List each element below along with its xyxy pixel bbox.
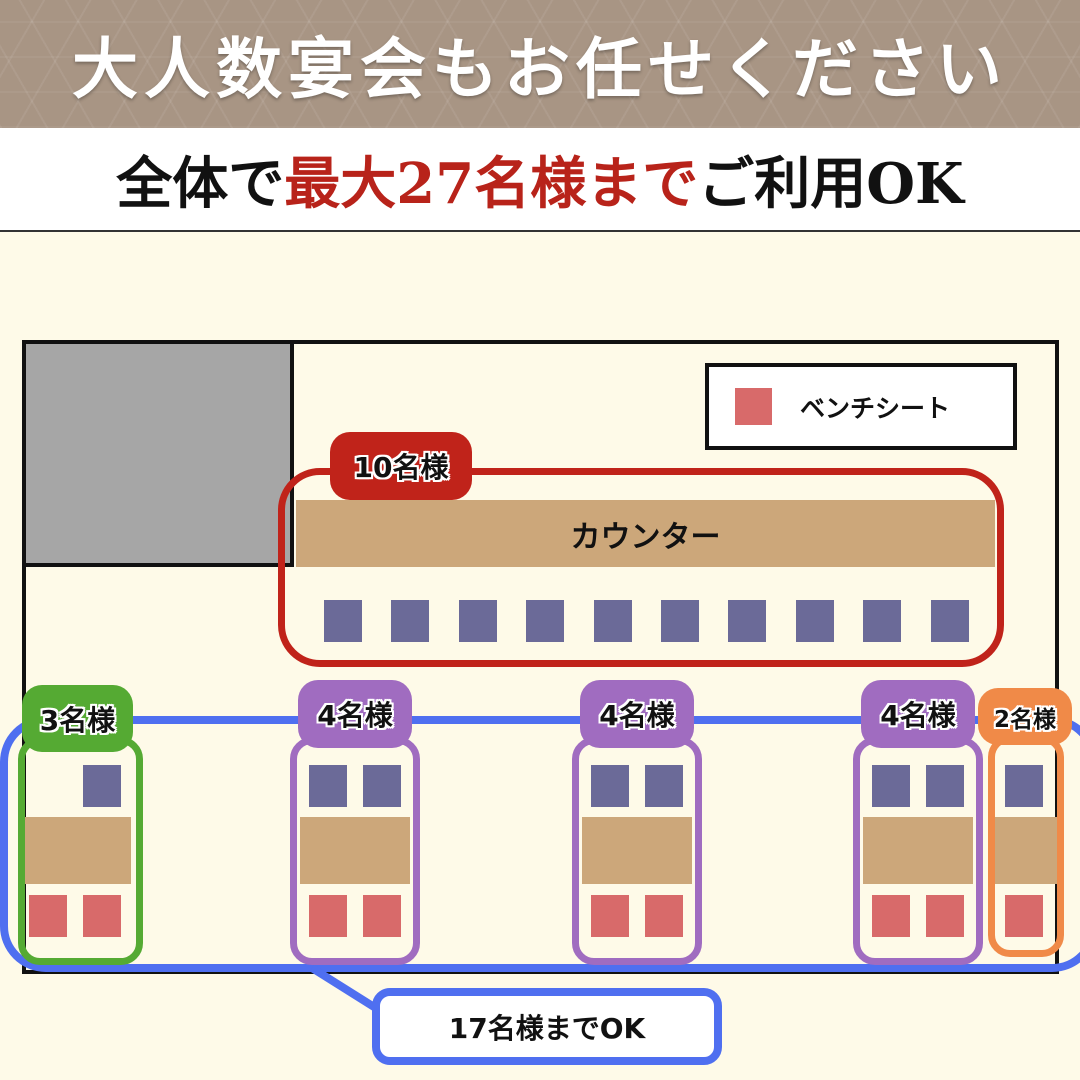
badge-text: 2名様 xyxy=(993,706,1056,733)
chair-seat xyxy=(872,765,910,807)
table xyxy=(863,817,973,884)
counter-label: カウンター xyxy=(570,519,721,555)
subheader-suffix: ご利用OK xyxy=(698,150,964,217)
table-capacity-badge: 4名様 xyxy=(298,680,412,748)
counter: カウンター xyxy=(296,500,995,567)
bench-seat xyxy=(29,895,67,937)
counter-seat xyxy=(930,600,969,642)
callout-box: 17名様までOK xyxy=(372,988,722,1065)
bench-seat xyxy=(872,895,910,937)
counter-seat xyxy=(593,600,632,642)
callout-connector xyxy=(309,964,385,1016)
bench-seat xyxy=(83,895,121,937)
chair-seat xyxy=(926,765,964,807)
table-capacity-badge: 3名様 xyxy=(22,685,133,752)
badge-text: 4名様 xyxy=(880,699,956,732)
table-area-outline xyxy=(0,716,1080,972)
table xyxy=(300,817,410,884)
counter-seat xyxy=(526,600,565,642)
bench-seat-swatch xyxy=(735,388,772,425)
subheader-prefix: 全体で xyxy=(116,150,285,217)
badge-text: 10名様 xyxy=(353,451,449,484)
table xyxy=(995,817,1057,884)
chair-seat xyxy=(1005,765,1043,807)
counter-seat xyxy=(391,600,430,642)
table-capacity-badge: 2名様 xyxy=(978,688,1072,745)
legend-label: ベンチシート xyxy=(800,393,951,423)
counter-seat xyxy=(863,600,902,642)
chair-seat xyxy=(645,765,683,807)
counter-seat xyxy=(324,600,362,642)
subheader: 全体で最大27名様までご利用OK xyxy=(0,128,1080,232)
chair-seat xyxy=(591,765,629,807)
legend: ベンチシート xyxy=(705,363,1017,450)
chair-seat xyxy=(363,765,401,807)
chair-seat xyxy=(83,765,121,807)
table-capacity-badge: 4名様 xyxy=(580,680,694,748)
bench-seat xyxy=(1005,895,1043,937)
callout-label: 17名様までOK xyxy=(448,1011,646,1045)
bench-seat xyxy=(309,895,347,937)
counter-capacity-badge: 10名様 xyxy=(330,432,472,500)
subheader-highlight: 最大27名様まで xyxy=(284,150,699,217)
badge-text: 4名様 xyxy=(317,699,393,732)
counter-seat xyxy=(728,600,767,642)
bench-seat xyxy=(645,895,683,937)
table xyxy=(25,817,131,884)
page-title: 大人数宴会もお任せください xyxy=(72,30,1008,108)
counter-group xyxy=(278,468,1004,667)
chair-seat xyxy=(309,765,347,807)
table-capacity-badge: 4名様 xyxy=(861,680,975,748)
badge-text: 4名様 xyxy=(599,699,675,732)
bench-seat xyxy=(591,895,629,937)
kitchen-area xyxy=(22,340,294,567)
counter-seat xyxy=(661,600,699,642)
counter-seat xyxy=(795,600,834,642)
counter-seat xyxy=(458,600,497,642)
bench-seat xyxy=(926,895,964,937)
header-banner: 大人数宴会もお任せください xyxy=(0,0,1080,128)
table xyxy=(582,817,692,884)
badge-text: 3名様 xyxy=(39,703,116,737)
bench-seat xyxy=(363,895,401,937)
